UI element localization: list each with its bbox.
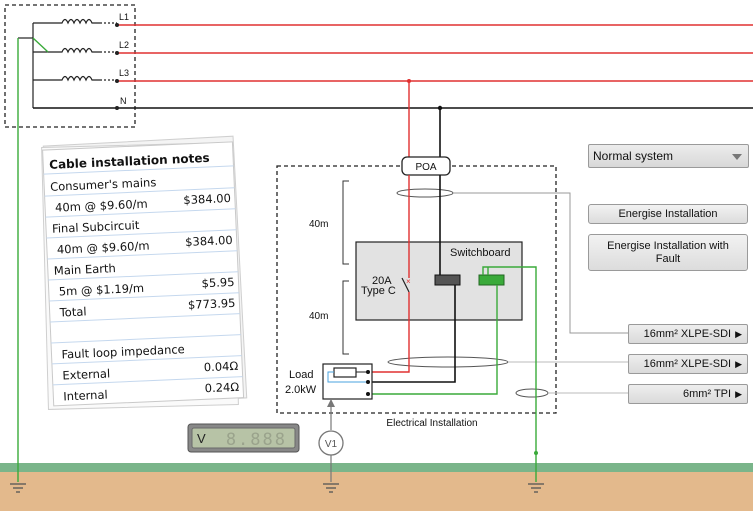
label-l2: L2 <box>119 40 129 50</box>
scenario-select-value: Normal system <box>593 149 674 163</box>
dimension-lower-label: 40m <box>309 311 328 322</box>
chevron-right-icon: ▶ <box>735 359 742 369</box>
notes-row-value: $384.00 <box>185 233 233 249</box>
cable-select-subcircuit-label: 16mm² XLPE-SDI <box>643 358 732 370</box>
notes-row-value: 0.04Ω <box>204 359 239 374</box>
notes-row-value: $5.95 <box>201 275 235 290</box>
breaker-type: Type C <box>361 285 396 297</box>
voltage-digits: 8.888 <box>226 430 287 450</box>
load-label: Load <box>289 369 313 381</box>
notes-row-label: 5m @ $1.19/m <box>58 281 144 299</box>
notes-title: Cable installation notes <box>49 151 210 172</box>
voltage-display: V 8.888 <box>187 423 300 453</box>
notes-row-label: Final Subcircuit <box>52 218 140 236</box>
grass-strip <box>0 463 753 472</box>
installation-box <box>276 165 557 414</box>
label-l3: L3 <box>119 68 129 78</box>
notes-row-label: 40m @ $9.60/m <box>57 239 150 257</box>
voltage-unit: V <box>197 431 206 446</box>
voltmeter-label: V1 <box>325 439 338 450</box>
load-element <box>333 367 357 378</box>
earth-bar <box>478 274 505 286</box>
notes-row-label: Main Earth <box>54 261 117 278</box>
earth-symbol-installation <box>528 483 544 493</box>
notes-row-label: External <box>62 366 110 382</box>
energise-fault-button[interactable]: Energise Installation with Fault <box>588 234 748 271</box>
notes-row-value: $773.95 <box>188 296 236 312</box>
cable-marker-subcircuit <box>387 356 509 368</box>
transformer-windings <box>18 18 117 108</box>
soil <box>0 472 753 511</box>
breaker-rating: 20A <box>372 275 392 287</box>
notes-row-label: Internal <box>63 388 108 404</box>
cable-select-earth[interactable]: 6mm² TPI▶ <box>628 384 748 404</box>
notes-row-value: 0.24Ω <box>204 380 239 395</box>
switchboard-label: Switchboard <box>450 247 511 259</box>
chevron-right-icon: ▶ <box>735 389 742 399</box>
cable-notes-card: Cable installation notes Consumer's main… <box>41 135 248 410</box>
scenario-select[interactable]: Normal system <box>588 144 749 168</box>
chevron-down-icon <box>732 154 742 160</box>
leader-mains <box>453 192 628 334</box>
dimension-lower <box>342 280 349 355</box>
notes-row-label: 40m @ $9.60/m <box>55 197 148 215</box>
notes-row-label: Consumer's mains <box>50 175 157 194</box>
cable-marker-earth <box>515 388 549 398</box>
earth-symbol-supply <box>10 483 26 493</box>
energise-button[interactable]: Energise Installation <box>588 204 748 224</box>
earth-symbol-meter <box>323 483 339 493</box>
notes-row-label: Fault loop impedance <box>61 342 185 361</box>
notes-row-value: $384.00 <box>183 191 231 207</box>
installation-caption: Electrical Installation <box>386 418 477 429</box>
dimension-upper-label: 40m <box>309 219 328 230</box>
cable-select-subcircuit[interactable]: 16mm² XLPE-SDI▶ <box>628 354 748 374</box>
cable-select-mains[interactable]: 16mm² XLPE-SDI▶ <box>628 324 748 344</box>
svg-text:×: × <box>406 277 411 286</box>
dimension-upper <box>342 180 349 265</box>
load-power: 2.0kW <box>285 384 317 396</box>
chevron-right-icon: ▶ <box>735 329 742 339</box>
label-l1: L1 <box>119 12 129 22</box>
cable-select-mains-label: 16mm² XLPE-SDI <box>643 328 732 340</box>
poa-label: POA <box>415 162 436 173</box>
supply-transformer-box <box>4 4 136 128</box>
label-neutral: N <box>120 96 127 106</box>
neutral-bar <box>434 274 461 286</box>
breaker-switch[interactable] <box>401 277 410 293</box>
poa-box <box>401 156 451 176</box>
cable-marker-mains <box>396 188 454 198</box>
notes-row-label: Total <box>58 304 86 319</box>
cable-select-earth-label: 6mm² TPI <box>683 388 732 400</box>
